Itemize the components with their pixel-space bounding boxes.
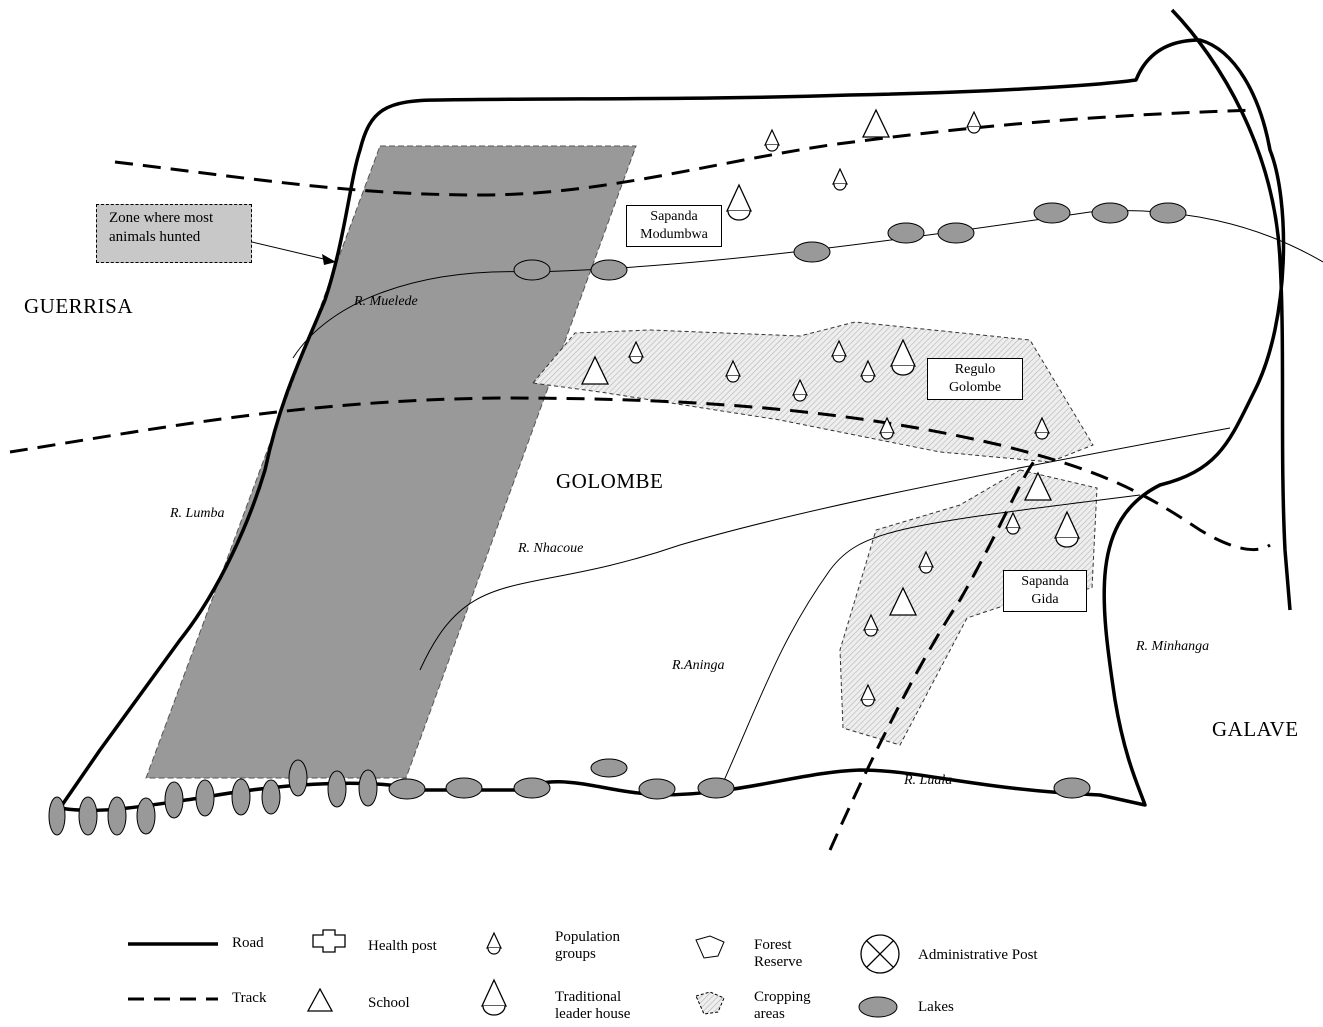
callout-line2: animals hunted bbox=[109, 229, 201, 245]
river-label-muelede: R. Muelede bbox=[354, 294, 418, 309]
place-regulo-golombe-line2: Golombe bbox=[948, 380, 1002, 395]
health-post-icon bbox=[312, 929, 346, 953]
legend-health-post-label: Health post bbox=[368, 938, 437, 954]
river-aninga bbox=[721, 494, 1141, 786]
legend-forest-line2: Reserve bbox=[754, 954, 803, 970]
place-sapanda-gida-line2: Gida bbox=[1031, 592, 1059, 607]
region-golombe: GOLOMBE bbox=[556, 469, 664, 493]
river-label-aninga: R.Aninga bbox=[672, 658, 725, 673]
river-muelede bbox=[292, 210, 1323, 359]
legend-population-line2: groups bbox=[555, 946, 596, 962]
population-group-icon bbox=[486, 932, 502, 955]
river-label-minhanga: R. Minhanga bbox=[1136, 639, 1210, 654]
track-north bbox=[114, 108, 1256, 197]
place-sapanda-modumbwa-line1: Sapanda bbox=[650, 209, 698, 224]
track-middle bbox=[9, 396, 1271, 552]
traditional-leader-house-icon bbox=[481, 979, 507, 1016]
cropping-area-south bbox=[839, 469, 1098, 746]
tracks bbox=[9, 108, 1271, 851]
administrative-post-icon bbox=[860, 934, 900, 974]
legend-cropping-line2: areas bbox=[754, 1006, 785, 1022]
legend-forest-reserve-label: Forest Reserve bbox=[754, 937, 802, 971]
callout-arrow bbox=[251, 241, 336, 265]
river-nhacoue bbox=[419, 427, 1231, 671]
cropping-area-icon bbox=[695, 991, 725, 1015]
place-regulo-golombe-line1: Regulo bbox=[954, 362, 996, 377]
legend-symbols bbox=[128, 929, 900, 1018]
legend-forest-line1: Forest bbox=[754, 937, 792, 953]
river-label-luala: R. Luala bbox=[904, 773, 953, 788]
river-label-lumba: R. Lumba bbox=[170, 506, 225, 521]
place-sapanda-gida-line1: Sapanda bbox=[1021, 574, 1069, 589]
legend-traditional-leader-label: Traditional leader house bbox=[555, 989, 630, 1023]
legend-school-label: School bbox=[368, 995, 410, 1011]
legend-cropping-areas-label: Cropping areas bbox=[754, 989, 811, 1023]
cropping-area-north bbox=[532, 321, 1094, 463]
place-sapanda-gida: Sapanda Gida bbox=[1003, 570, 1087, 612]
road-east bbox=[1170, 8, 1292, 611]
place-regulo-golombe: Regulo Golombe bbox=[927, 358, 1023, 400]
legend-administrative-post-label: Administrative Post bbox=[918, 947, 1038, 963]
callout-line1: Zone where most bbox=[109, 210, 214, 226]
river-label-nhacoue: R. Nhacoue bbox=[518, 541, 584, 556]
forest-reserve-icon bbox=[695, 935, 725, 959]
legend-traditional-line1: Traditional bbox=[555, 989, 622, 1005]
region-guerrisa: GUERRISA bbox=[24, 294, 134, 318]
place-sapanda-modumbwa: Sapanda Modumbwa bbox=[626, 205, 722, 247]
legend-cropping-line1: Cropping bbox=[754, 989, 811, 1005]
lakes bbox=[48, 202, 1187, 836]
lake-icon bbox=[858, 996, 898, 1018]
legend-track-label: Track bbox=[232, 990, 267, 1006]
legend-road-label: Road bbox=[232, 935, 264, 951]
legend-population-line1: Population bbox=[555, 929, 621, 945]
legend-traditional-line2: leader house bbox=[555, 1006, 631, 1022]
legend-lakes-label: Lakes bbox=[918, 999, 954, 1015]
hunting-zone-callout: Zone where most animals hunted bbox=[96, 204, 252, 263]
track-south bbox=[828, 459, 1037, 851]
region-galave: GALAVE bbox=[1212, 717, 1299, 741]
legend-population-groups-label: Population groups bbox=[555, 929, 620, 963]
school-icon bbox=[306, 987, 334, 1012]
place-sapanda-modumbwa-line2: Modumbwa bbox=[640, 227, 708, 242]
rivers bbox=[292, 210, 1323, 786]
